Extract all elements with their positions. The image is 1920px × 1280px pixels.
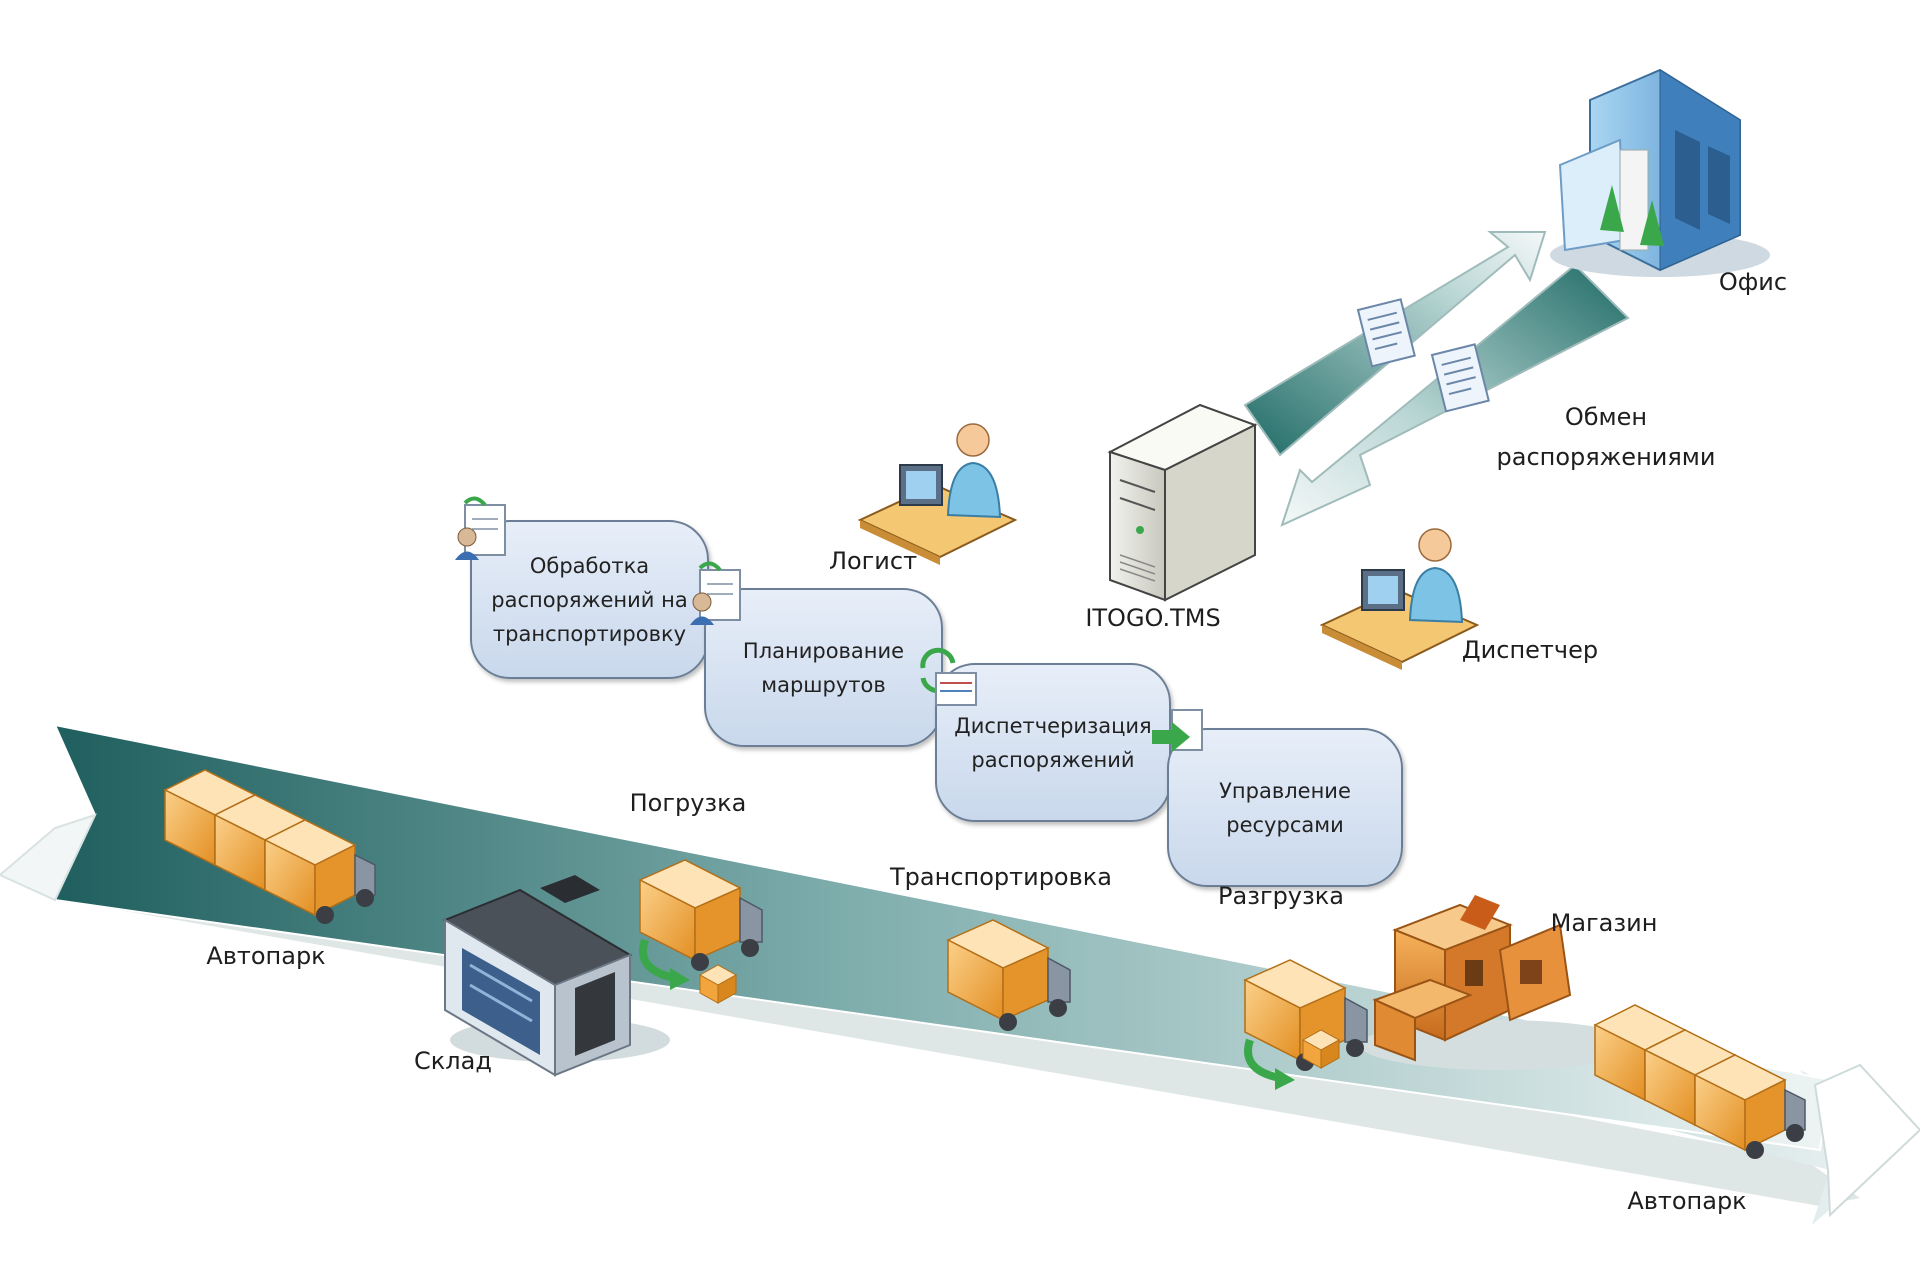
label-logist: Логист xyxy=(828,547,918,575)
process-box-line: Планирование xyxy=(742,638,905,663)
truck-icon xyxy=(1593,1004,1806,1159)
label-exchange-line: Обмен xyxy=(1564,403,1648,431)
process-box-line: Диспетчеризация xyxy=(954,713,1152,738)
crate-icon xyxy=(698,964,738,1004)
document-icon xyxy=(1356,298,1416,368)
process-box-line: распоряжений xyxy=(971,747,1135,772)
label-office: Офис xyxy=(1718,268,1788,296)
crate-icon xyxy=(263,819,357,917)
road-arrow-head xyxy=(1813,1063,1920,1218)
store-icon xyxy=(1360,895,1640,1070)
document-icon xyxy=(1430,343,1490,413)
label-loading: Погрузка xyxy=(629,789,747,817)
label-fleet-start: Автопарк xyxy=(206,942,326,970)
label-server: ITOGO.TMS xyxy=(1085,604,1221,632)
process-box-route-planning: Планирование маршрутов xyxy=(704,588,943,747)
label-fleet-end: Автопарк xyxy=(1627,1187,1747,1215)
truck-icon xyxy=(1243,959,1368,1090)
process-box-line: транспортировку xyxy=(492,621,687,646)
exchange-arrows xyxy=(1243,231,1630,527)
warehouse-icon xyxy=(442,875,670,1077)
worker-at-desk-icon xyxy=(1319,528,1480,670)
truck-icon xyxy=(638,859,763,1004)
label-transport: Транспортировка xyxy=(890,863,1112,891)
truck-icon xyxy=(946,919,1071,1031)
crate-icon xyxy=(1693,1054,1787,1152)
truck-icon xyxy=(163,769,376,924)
label-exchange: Обмен распоряжениями xyxy=(1497,397,1716,477)
process-box-line: Управление xyxy=(1219,778,1351,803)
office-building-icon xyxy=(1550,68,1770,277)
label-unloading: Разгрузка xyxy=(1218,882,1344,910)
process-box-order-dispatching: Диспетчеризация распоряжений xyxy=(935,663,1171,822)
process-box-order-processing: Обработка распоряжений на транспортировк… xyxy=(470,520,709,679)
label-dispatcher: Диспетчер xyxy=(1461,636,1599,664)
server-icon xyxy=(1107,403,1258,602)
crate-icon xyxy=(1301,1029,1341,1069)
process-box-line: ресурсами xyxy=(1226,812,1344,837)
road-tail-notch xyxy=(0,813,97,902)
process-box-line: Обработка xyxy=(529,553,650,578)
label-exchange-line: распоряжениями xyxy=(1496,443,1716,471)
label-warehouse: Склад xyxy=(414,1047,492,1075)
worker-at-desk-icon xyxy=(857,423,1018,565)
process-box-line: маршрутов xyxy=(761,672,886,697)
process-box-line: распоряжений на xyxy=(491,587,688,612)
process-box-resource-management: Управление ресурсами xyxy=(1167,728,1403,887)
label-store: Магазин xyxy=(1550,909,1658,937)
